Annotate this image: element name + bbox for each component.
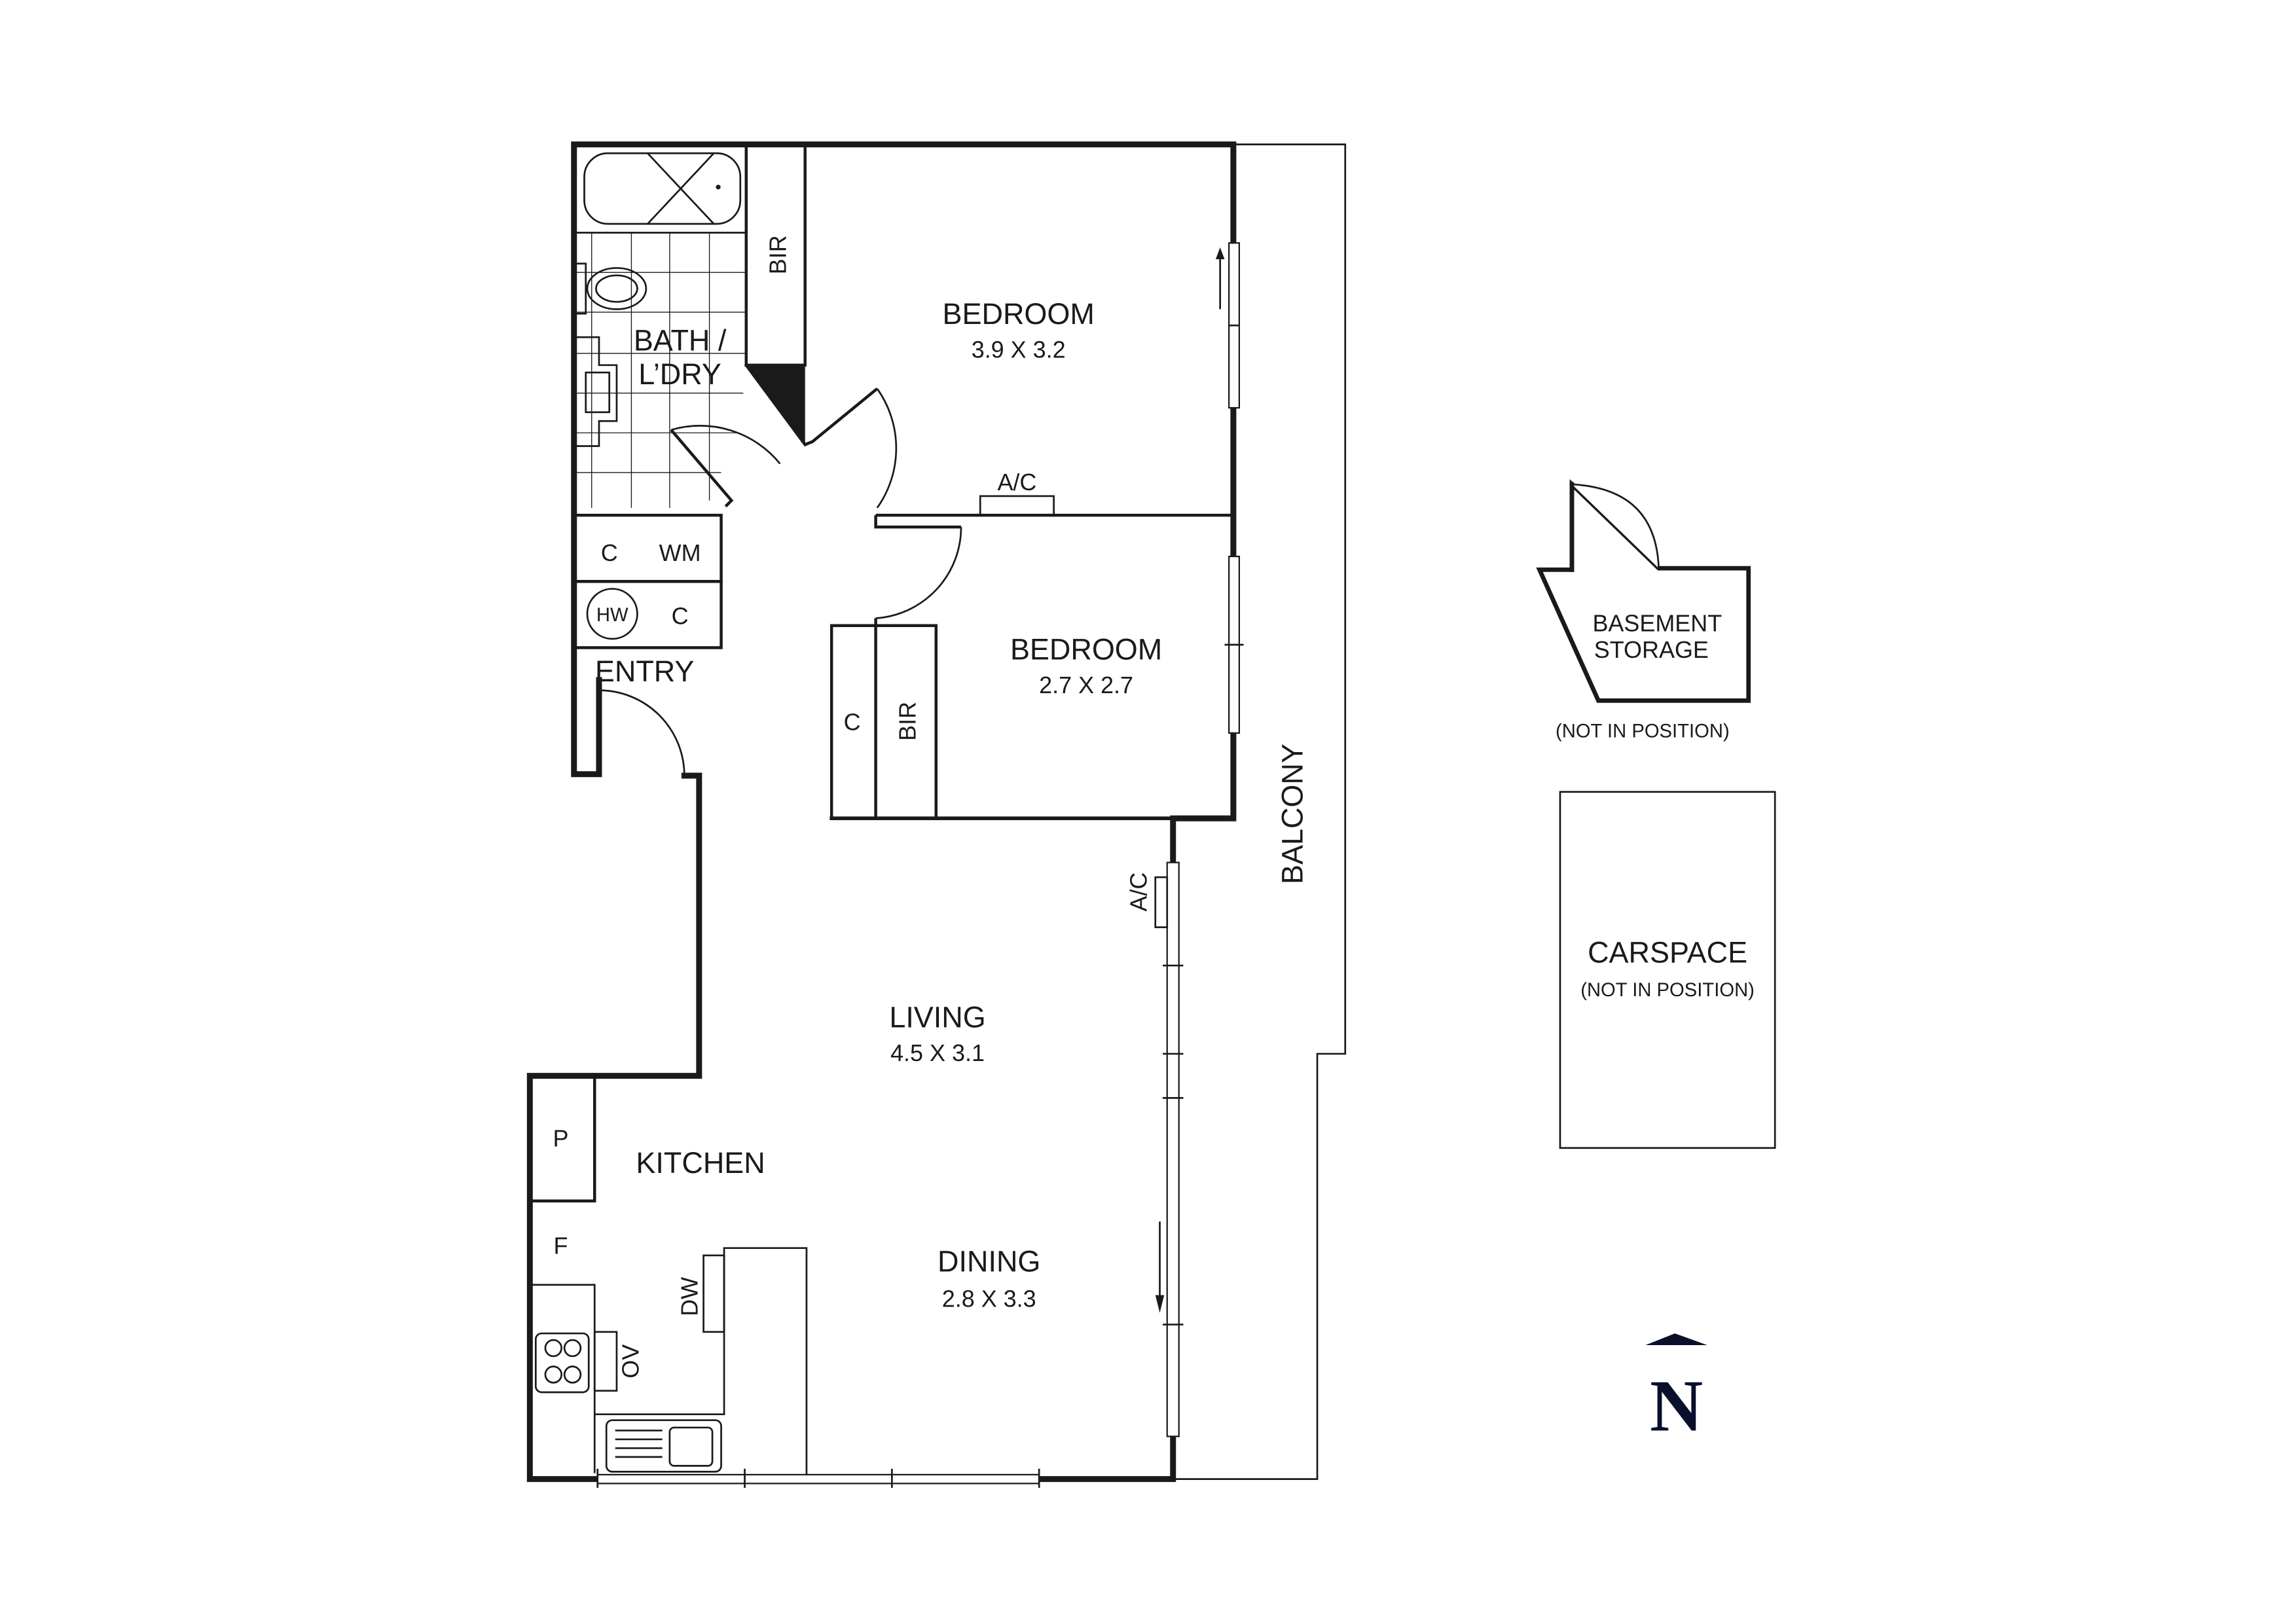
bedroom2-door-jamb	[874, 515, 961, 529]
bedroom2-c-label: C	[844, 708, 861, 735]
storage-door-swing	[1571, 483, 1660, 569]
storage-label-line2: STORAGE	[1594, 636, 1709, 663]
bath-door-swing	[670, 425, 781, 465]
fridge-label: F	[554, 1233, 568, 1259]
ac-living-label: A/C	[1125, 873, 1152, 912]
carspace-note: (NOT IN POSITION)	[1580, 980, 1755, 1001]
north-arrow-icon	[1645, 1333, 1707, 1346]
storage-label-line1: BASEMENT	[1592, 610, 1722, 637]
bedroom1-window	[1215, 242, 1241, 409]
ac-unit-living	[1154, 876, 1169, 928]
sink-icon	[605, 1419, 722, 1473]
bedroom1-door[interactable]	[804, 387, 879, 446]
bath-label-line1: BATH /	[634, 323, 727, 357]
kitchen-island	[594, 1247, 808, 1477]
carspace-outline	[1559, 791, 1776, 1149]
pantry-label: P	[553, 1125, 569, 1152]
bedroom1-dims: 3.9 X 3.2	[972, 336, 1066, 363]
vanity-icon	[574, 336, 618, 447]
pantry	[530, 1075, 596, 1202]
ac-unit-bedroom1	[979, 495, 1055, 516]
bath-wall-diagonal	[744, 363, 807, 447]
cooktop-icon	[534, 1332, 590, 1394]
living-title: LIVING	[889, 1000, 985, 1034]
laundry-c-label: C	[601, 539, 618, 566]
entry-title: ENTRY	[595, 655, 695, 688]
ac-bedroom1-label: A/C	[997, 469, 1036, 496]
bath-door[interactable]	[670, 429, 734, 508]
entry-door-swing[interactable]	[598, 689, 685, 776]
toilet-icon	[573, 262, 647, 315]
ov-label: OV	[617, 1344, 644, 1379]
bedroom2-dims: 2.7 X 2.7	[1039, 672, 1133, 698]
bedroom2-window	[1224, 555, 1244, 734]
wm-label: WM	[659, 539, 701, 566]
bedroom2-title: BEDROOM	[1010, 632, 1162, 666]
dishwasher	[702, 1254, 725, 1333]
dining-window	[596, 1468, 1040, 1488]
carspace-label: CARSPACE	[1588, 936, 1747, 969]
kitchen-bench	[530, 1284, 596, 1473]
bedroom2-door-swing[interactable]	[875, 527, 962, 619]
living-window	[1155, 861, 1184, 1437]
living-dims: 4.5 X 3.1	[890, 1039, 985, 1066]
oven	[593, 1331, 618, 1392]
hot-water-icon	[586, 588, 638, 640]
dw-label: DW	[676, 1277, 703, 1316]
bedroom1-title: BEDROOM	[943, 297, 1095, 331]
bathtub-icon	[583, 152, 742, 225]
entry-c-label: C	[672, 602, 689, 629]
bath-label-line2: L’DRY	[638, 357, 721, 391]
dining-dims: 2.8 X 3.3	[942, 1286, 1036, 1312]
kitchen-title: KITCHEN	[636, 1146, 765, 1180]
bedroom1-door-swing	[876, 388, 898, 509]
bir-bedroom1-label: BIR	[764, 235, 791, 274]
storage-note: (NOT IN POSITION)	[1556, 721, 1730, 742]
dining-title: DINING	[938, 1245, 1040, 1278]
hw-label: HW	[596, 605, 629, 626]
balcony-outline	[1173, 143, 1347, 1480]
north-label: N	[1650, 1365, 1703, 1447]
balcony-title: BALCONY	[1276, 744, 1309, 884]
bir-bedroom2-label: BIR	[894, 702, 920, 741]
hw-cupboard	[572, 580, 723, 649]
